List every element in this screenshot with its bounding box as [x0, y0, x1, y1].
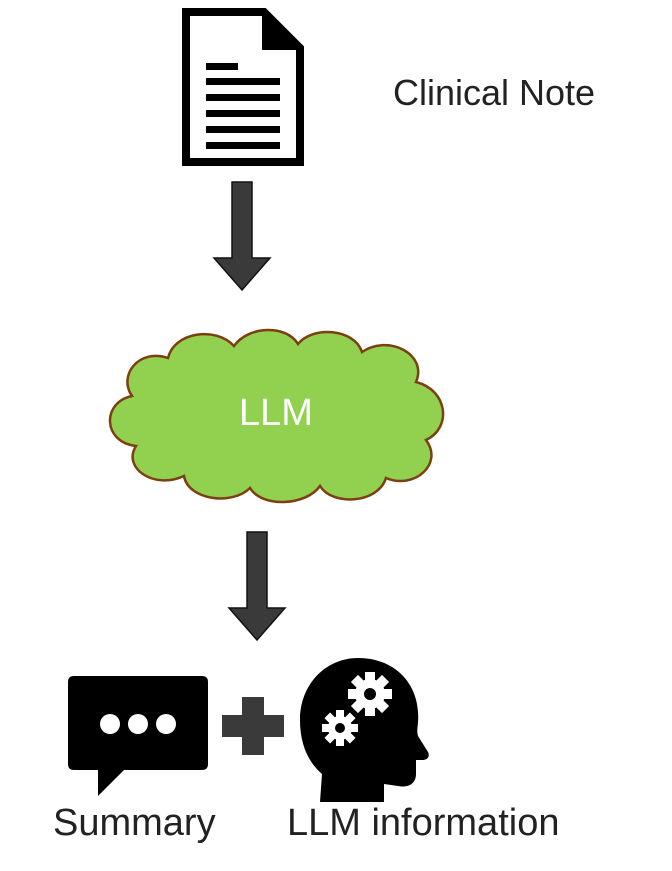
clinical-note-label: Clinical Note [393, 72, 596, 113]
llm-label: LLM [239, 391, 313, 434]
head-gears-icon [300, 658, 429, 802]
llm-cloud: LLM [100, 318, 452, 508]
cloud-shape [108, 328, 445, 504]
summary-label: Summary [53, 802, 216, 844]
llm-information-label: LLM information [287, 802, 560, 844]
plus-icon [222, 697, 284, 755]
chat-bubble-icon [68, 676, 208, 796]
gear-icon [322, 710, 358, 746]
arrow-note-to-llm [212, 181, 272, 292]
gear-icon [348, 672, 392, 716]
arrow-llm-to-outputs [227, 531, 287, 642]
document-icon [182, 8, 304, 166]
